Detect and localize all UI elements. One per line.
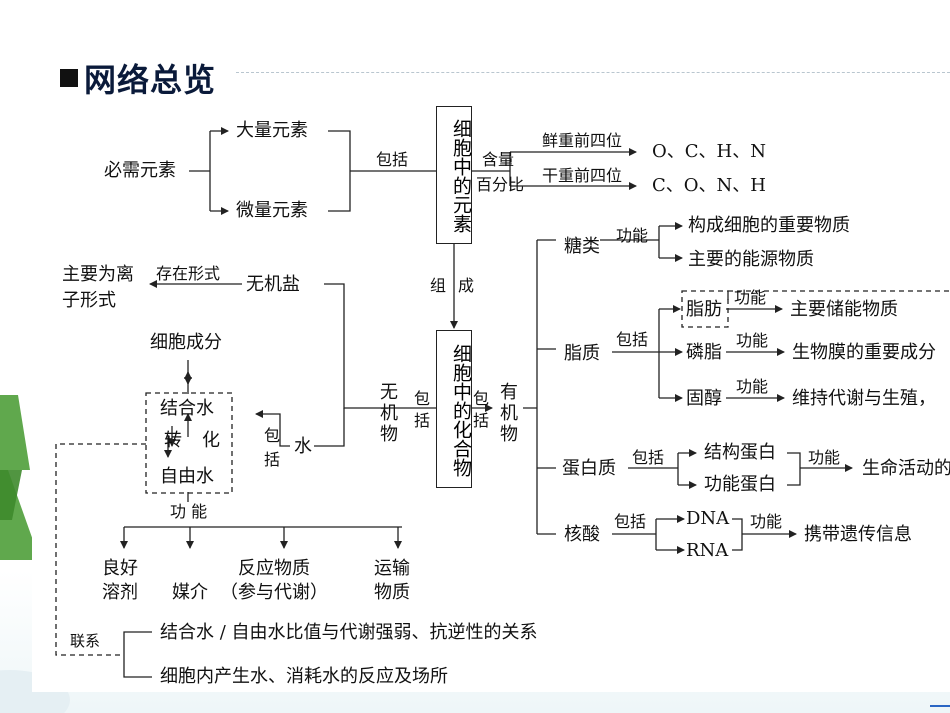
cell-elements-box: 细胞中的元素 [436,106,472,244]
nucleic-acid-label: 核酸 [564,524,600,545]
protein-label: 蛋白质 [562,458,616,479]
water-function-label: 功 能 [170,502,208,521]
connector-lines [55,127,950,678]
sterol-function-label: 功能 [736,377,769,396]
inorganic-include-label: 包括 [414,389,431,430]
fn-solvent-1: 良好 [102,558,138,579]
exist-form-label: 存在形式 [156,264,221,283]
micro-elements: 微量元素 [236,200,308,221]
cell-compounds-box: 细胞中的化合物 [436,330,472,488]
elements-include-label: 包括 [376,150,409,169]
heading-divider [236,72,950,73]
free-water-label: 自由水 [160,466,214,487]
phospholipid-label: 磷脂 [686,342,722,363]
fn-transport-2: 物质 [374,582,410,603]
ion-form-line-2: 子形式 [62,290,116,311]
phospholipid-function-desc: 生物膜的重要成分 [792,342,936,363]
convert-label-1: 转 [164,430,182,451]
water-include-label: 包括 [264,426,281,469]
cell-component-label: 细胞成分 [150,332,222,353]
protein-include-label: 包括 [632,448,665,467]
heading-square-icon [60,69,78,87]
rna-label: RNA [686,540,729,561]
compose-label-2: 成 [458,276,475,295]
sterol-label: 固醇 [686,388,722,409]
fat-function-desc: 主要储能物质 [790,299,898,320]
organic-include-label: 包括 [473,389,490,430]
dna-label: DNA [686,508,730,529]
protein-function-label: 功能 [808,448,841,467]
sterol-function-desc: 维持代谢与生殖， [792,388,936,409]
nucleic-function-label: 功能 [750,512,783,531]
compose-label-1: 组 [430,276,447,295]
concept-map: 细胞中的元素 细胞中的化合物 必需元素 大量元素 微量元素 包括 含量 百分比 … [32,104,950,692]
fn-reactant-2: （参与代谢） [220,582,328,603]
ion-form-line-1: 主要为离 [62,264,134,285]
inorganic-label: 无机物 [380,382,398,445]
nucleic-include-label: 包括 [614,512,647,531]
sugar-function-1: 构成细胞的重要物质 [688,215,850,236]
content-label-1: 含量 [482,150,515,169]
phospholipid-function-label: 功能 [736,331,769,350]
convert-label-2: 化 [202,430,220,451]
relation-item-2: 细胞内产生水、消耗水的反应及场所 [160,666,448,687]
dry-weight-result: C、O、N、H [652,175,766,196]
structural-protein-label: 结构蛋白 [704,442,776,463]
fn-medium: 媒介 [172,582,208,603]
functional-protein-label: 功能蛋白 [704,474,776,495]
fn-transport-1: 运输 [374,558,410,579]
content-label-2: 百分比 [476,175,525,194]
water-label: 水 [294,436,312,457]
organic-label: 有机物 [500,382,518,445]
macro-elements: 大量元素 [236,120,308,141]
sugar-function-2: 主要的能源物质 [688,249,814,270]
lipid-label: 脂质 [564,343,600,364]
section-heading: 网络总览 [60,56,216,100]
bound-water-label: 结合水 [160,398,214,419]
relation-label: 联系 [70,632,101,650]
sugar-label: 糖类 [564,236,600,257]
relation-item-1: 结合水 / 自由水比值与代谢强弱、抗逆性的关系 [160,622,538,643]
fresh-weight-label: 鲜重前四位 [542,131,623,150]
cell-elements-label: 细胞中的元素 [450,119,472,233]
required-elements: 必需元素 [104,160,176,181]
cell-compounds-label: 细胞中的化合物 [450,343,472,477]
fat-label: 脂肪 [686,299,722,320]
fn-reactant-1: 反应物质 [238,558,310,579]
protein-function-desc: 生命活动的 [862,458,950,479]
fat-function-label: 功能 [734,288,767,307]
heading-title: 网络总览 [84,61,217,99]
nucleic-function-desc: 携带遗传信息 [804,524,912,545]
fn-solvent-2: 溶剂 [102,582,138,603]
lipid-include-label: 包括 [616,330,649,349]
inorganic-salt: 无机盐 [246,274,300,295]
sugar-function-label: 功能 [616,226,649,245]
dry-weight-label: 干重前四位 [542,166,623,185]
fresh-weight-result: O、C、H、N [652,141,766,162]
